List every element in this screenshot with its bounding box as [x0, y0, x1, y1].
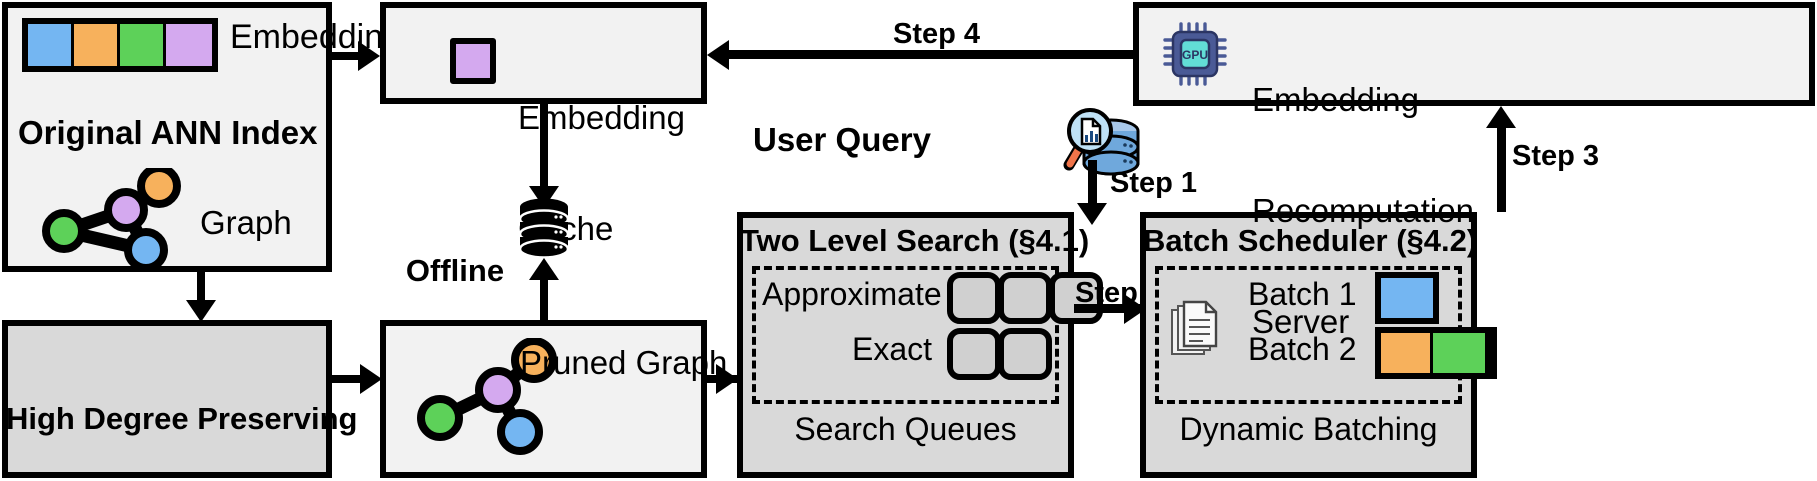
- graph-pruning-line1: High Degree Preserving: [6, 401, 358, 437]
- arrow-step4-line: [722, 50, 1134, 59]
- step4-label: Step 4: [893, 18, 981, 50]
- original-graph-icon: [42, 168, 181, 268]
- graph-pruning-box: [2, 320, 332, 478]
- arrow-step3-head: [1486, 106, 1516, 128]
- original-ann-index-title: Original ANN Index: [18, 114, 318, 151]
- queue-slot[interactable]: [998, 328, 1052, 380]
- arrow-pruning-to-pruned-line: [332, 375, 368, 383]
- embedding-cache-swatch-icon: [450, 38, 496, 84]
- search-queues-footer: Search Queues: [794, 411, 1017, 447]
- graph-pruning-title: High Degree Preserving Graph Pruning (§5…: [6, 333, 358, 481]
- step3-label: Step 3: [1512, 140, 1600, 172]
- arrow-step4-head: [707, 40, 729, 70]
- gpu-chip-icon: GPU: [1163, 22, 1227, 86]
- step1-label: Step 1: [1110, 167, 1198, 199]
- search-database-icon: [1063, 108, 1140, 176]
- arrow-pruned-to-storage-head: [529, 258, 559, 280]
- graph-label: Graph: [200, 204, 292, 241]
- embedding-cell-blue: [28, 24, 74, 66]
- arrow-step2-line: [1074, 304, 1140, 313]
- batch-color-blue: [1381, 278, 1433, 318]
- pruned-graph-icon: [417, 338, 557, 455]
- offline-storage-line1: Offline: [405, 253, 505, 289]
- arrow-index-to-pruning-head: [186, 300, 216, 322]
- batch-scheduler-title: Batch Scheduler (§4.2): [1143, 223, 1478, 258]
- arrow-pruned-to-storage-line: [540, 264, 548, 322]
- batch2-label: Batch 2: [1248, 331, 1357, 367]
- dynamic-batching-footer: Dynamic Batching: [1179, 411, 1438, 447]
- batch1-colors: [1375, 272, 1439, 324]
- arrow-step3-line: [1497, 128, 1506, 212]
- pruned-graph-label: Pruned Graph: [520, 344, 728, 381]
- gpu-icon-text: GPU: [1182, 48, 1208, 62]
- arrow-cache-to-storage-line: [540, 104, 548, 192]
- arrow-index-to-pruning-line: [197, 272, 205, 306]
- recomp-line2: Recomputation: [1252, 191, 1474, 229]
- user-query-label: User Query: [753, 121, 931, 158]
- queue-slot[interactable]: [998, 272, 1052, 324]
- recomputation-server-title: Embedding Recomputation Server: [1252, 8, 1474, 414]
- batch-color-orange: [1381, 333, 1433, 373]
- batch-color-green: [1433, 333, 1485, 373]
- recomputation-server-box: [1133, 2, 1815, 106]
- arrow-index-to-cache-line: [332, 52, 368, 60]
- embedding-cell-green: [120, 24, 166, 66]
- batch1-label: Batch 1: [1248, 276, 1357, 312]
- database-cylinder-icon: [518, 198, 570, 259]
- arrow-index-to-cache-head: [358, 41, 380, 71]
- embedding-strip: [22, 18, 218, 72]
- documents-stack-icon: [1171, 300, 1218, 355]
- exact-slot-row: [947, 328, 1052, 380]
- search-queues-panel: [752, 266, 1059, 404]
- recomp-line3: Server: [1252, 302, 1350, 340]
- embedding-cache-box: [380, 2, 707, 104]
- recomp-line1: Embedding: [1252, 80, 1419, 118]
- embedding-cell-purple: [166, 24, 212, 66]
- two-level-search-title: Two Level Search (§4.1): [740, 223, 1090, 258]
- queue-slot[interactable]: [947, 328, 1001, 380]
- queue-slot[interactable]: [947, 272, 1001, 324]
- queue-slot[interactable]: [1049, 272, 1103, 324]
- arrow-pruning-to-pruned-head: [360, 364, 382, 394]
- approximate-row-label: Approximate: [762, 276, 942, 312]
- exact-row-label: Exact: [852, 331, 933, 367]
- batch2-colors: [1375, 327, 1497, 379]
- arrow-pruned-to-search-head: [716, 364, 738, 394]
- arrow-step1-head: [1077, 203, 1107, 225]
- approximate-slot-row: [947, 272, 1103, 324]
- arrow-step1-line: [1088, 160, 1097, 212]
- embedding-cell-orange: [74, 24, 120, 66]
